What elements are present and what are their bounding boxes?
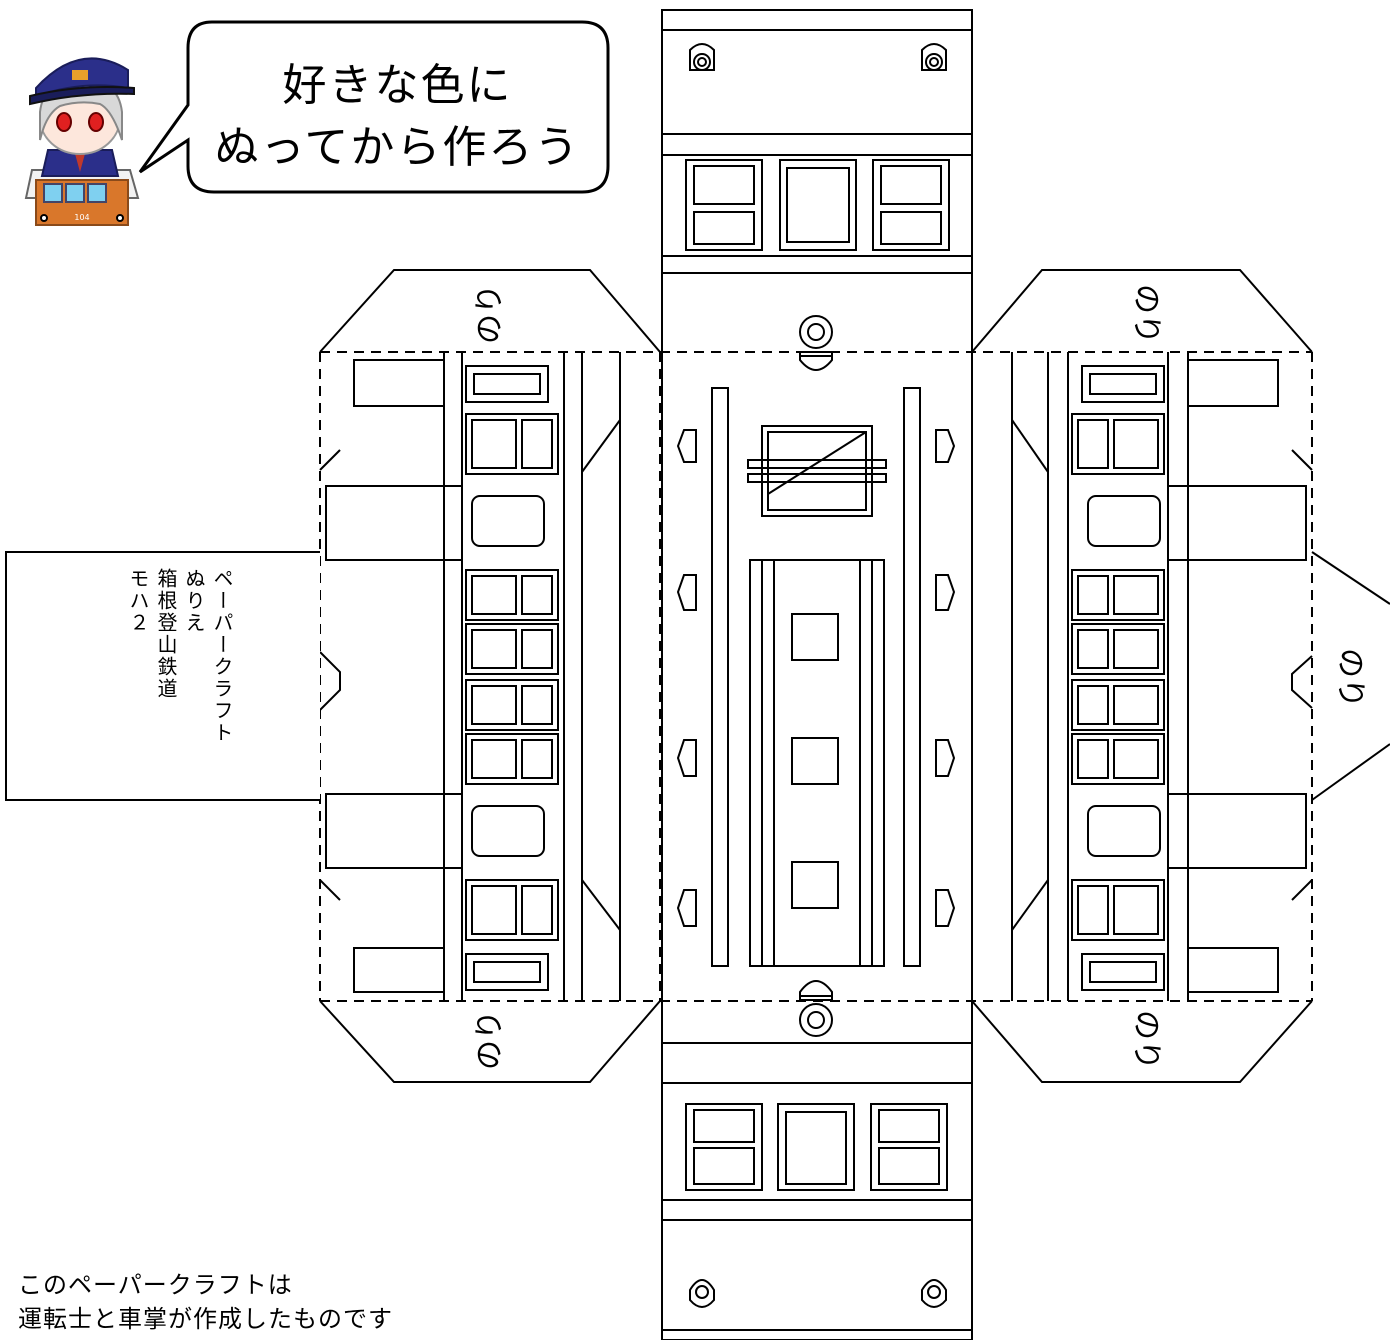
- tab-label-bottom-left: のり: [473, 1010, 508, 1070]
- title-line-2: ぬりえ: [182, 568, 206, 634]
- glue-tabs: [5, 269, 1390, 1083]
- speech-bubble-text: 好きな色に ぬってから作ろう: [195, 55, 600, 179]
- title-label: ペーパークラフト ぬりえ 箱根登山鉄道 モハ２: [96, 568, 236, 796]
- credit-line-1: このペーパークラフトは: [18, 1271, 293, 1299]
- title-line-4: モハ２: [126, 568, 150, 634]
- speech-line-1: 好きな色に: [282, 60, 513, 111]
- tab-label-top-left: のり: [473, 284, 508, 344]
- credit-text: このペーパークラフトは 運転士と車掌が作成したものです: [18, 1268, 393, 1336]
- right-side-panel: [1011, 352, 1313, 1001]
- center-column: [661, 9, 973, 1340]
- title-line-3: 箱根登山鉄道: [154, 568, 178, 700]
- speech-line-2: ぬってから作ろう: [214, 122, 581, 173]
- tab-label-top-right: のり: [1129, 284, 1164, 344]
- tab-label-right: のり: [1333, 648, 1368, 708]
- credit-line-2: 運転士と車掌が作成したものです: [18, 1305, 393, 1333]
- title-line-1: ペーパークラフト: [210, 568, 234, 744]
- left-side-panel: [319, 352, 621, 1001]
- speech-bubble: [138, 20, 610, 194]
- car-number: 104: [74, 213, 89, 222]
- conductor-mascot: 104: [24, 57, 140, 226]
- tab-label-bottom-right: のり: [1129, 1010, 1164, 1070]
